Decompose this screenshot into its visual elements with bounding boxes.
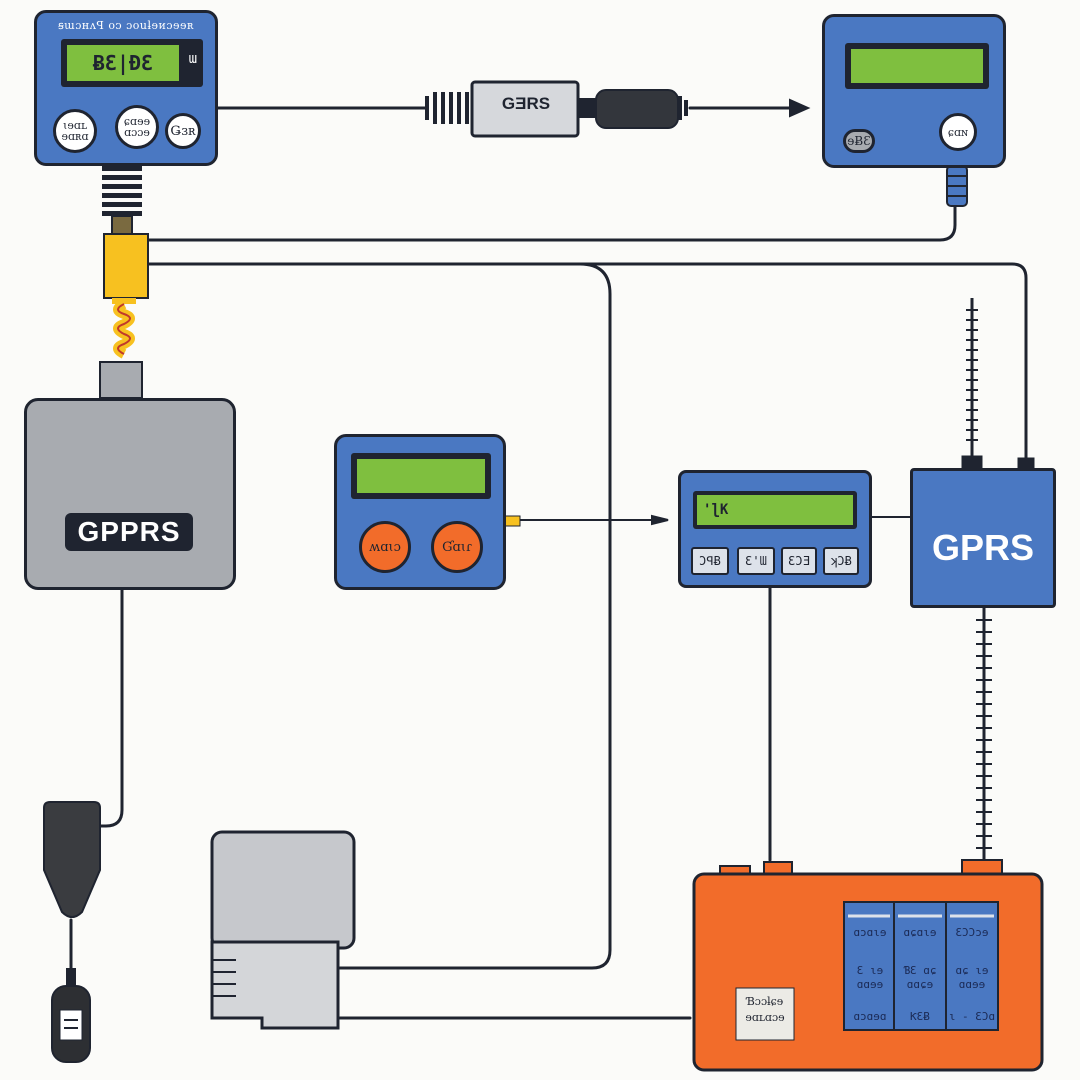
yellow-connector <box>99 233 149 399</box>
lcd-display <box>351 453 491 499</box>
sticker-line-1: Ɓɔɔƚɕɘ <box>746 995 784 1008</box>
coupler <box>425 80 688 138</box>
orange-base <box>692 859 1044 1072</box>
bottom-gray-device <box>210 830 356 1030</box>
table-cell: ɑɔɑɘɑ <box>853 1010 887 1023</box>
arrow-head-top <box>789 98 811 118</box>
key-2[interactable]: Ɛ'Ɯ <box>737 547 775 575</box>
lcd-readout: ɃƐ|ĐƐ <box>67 45 179 81</box>
side-button[interactable]: ɘɃƐ <box>843 129 875 153</box>
table-cell: ɑɑɘɘ <box>856 978 884 991</box>
lcd-display: ꞌɭK <box>693 491 857 529</box>
coupler-label: GƎRS <box>501 94 551 113</box>
table-cell: ɑɕ ɩɘ <box>955 964 989 977</box>
gprs-label: GPPRS <box>65 513 193 551</box>
table-cell: ɑɕɑɩɘ <box>903 926 937 939</box>
antenna-bottom <box>976 606 992 862</box>
lcd-readout <box>851 49 983 83</box>
lcd-side-mark: ɯ <box>188 51 197 67</box>
lcd-display: ɃƐ|ĐƐ ɯ <box>61 39 203 87</box>
table-cell: Ɛ ɩɘ <box>856 964 884 977</box>
lcd-display <box>845 43 989 89</box>
table-cell: ƐƆƆɔɘ <box>955 926 989 939</box>
button-right[interactable]: Ɠɑɩɾ <box>431 521 483 573</box>
wire-yellow-to-top-right <box>146 198 957 242</box>
button-right[interactable]: Ǥɜʀ <box>165 113 201 149</box>
table-cell: ɩ - ƐƆɑ <box>948 1010 996 1023</box>
key-4[interactable]: ʞƆɃ <box>823 547 859 575</box>
table-cell: ɑɔɑɩɘ <box>853 926 887 939</box>
key-1[interactable]: ƆꟼɃ <box>691 547 729 575</box>
top-right-cable <box>946 165 968 207</box>
arrow-head-mid <box>651 514 669 526</box>
lcd-readout: ꞌɭK <box>697 495 853 525</box>
base-sticker: Ɓɔɔƚɕɘ ɘɑʟɑɔɘ <box>736 994 794 1026</box>
button-left[interactable]: ɩɘɑʟ ɘɑʀɑ <box>53 109 97 153</box>
lcd-readout <box>357 459 485 493</box>
device-header: ꞩɯɔʜʌꟼ ᴏᴐ ɔᴏuƚɘᴎɔɘɘʀ <box>58 19 194 32</box>
button-center[interactable]: ɕɑɘɘ ɑɔɔɘ <box>115 105 159 149</box>
key-3[interactable]: ƐƆƎ <box>781 547 817 575</box>
button-left[interactable]: ʍɑɩɔ <box>359 521 411 573</box>
pendant-sensor <box>43 801 101 918</box>
top-right-receiver: ɘɃƐ ɕɑɴ <box>822 14 1006 168</box>
wire-yellow-to-gprs-blue <box>146 262 1028 460</box>
table-cell: ɑɑɕɘ <box>906 978 934 991</box>
wire-hub-to-gray-device <box>338 262 612 970</box>
gprs-blue-module: GPRS <box>910 468 1056 608</box>
main-button[interactable]: ɕɑɴ <box>939 113 977 151</box>
table-cell: ƘƐɃ <box>910 1010 930 1023</box>
key-fob <box>51 968 91 1063</box>
gprs-gray-module: GPPRS <box>24 398 236 590</box>
gprs-label: GPRS <box>931 527 1035 568</box>
wire-gprs-gray-to-pendant <box>98 588 124 828</box>
table-cell: ɑɑɘɘ <box>958 978 986 991</box>
sticker-line-2: ɘɑʟɑɔɘ <box>745 1011 785 1024</box>
mid-right-keypad-unit: ꞌɭK ƆꟼɃ Ɛ'Ɯ ƐƆƎ ʞƆɃ <box>678 470 872 588</box>
top-left-strain-relief <box>102 166 142 237</box>
mid-left-control-unit: ʍɑɩɔ Ɠɑɩɾ <box>334 434 506 590</box>
top-left-controller: ꞩɯɔʜʌꟼ ᴏᴐ ɔᴏuƚɘᴎɔɘɘʀ ɃƐ|ĐƐ ɯ ɩɘɑʟ ɘɑʀɑ ɕ… <box>34 10 218 166</box>
table-cell: ƁƐ ɑɕ <box>903 964 937 977</box>
